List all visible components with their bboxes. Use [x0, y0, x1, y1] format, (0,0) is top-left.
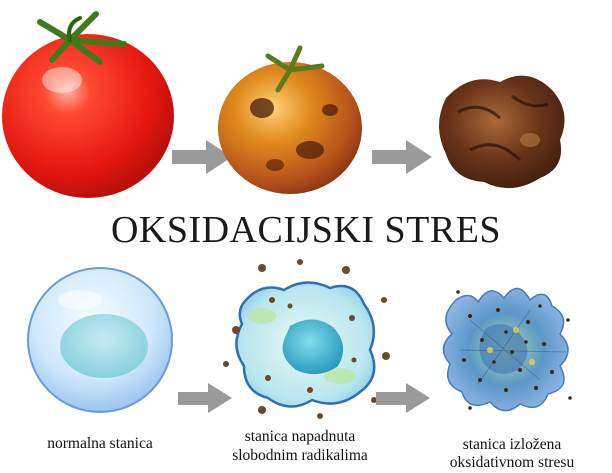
- caption-stressed-cell-line2: oksidativnom stresu: [450, 454, 575, 471]
- arrow-right-icon: [178, 383, 232, 413]
- diagram-title: OKSIDACIJSKI STRES: [111, 209, 501, 251]
- normal-cell-icon: [28, 268, 172, 412]
- fresh-tomato-icon: [2, 14, 174, 198]
- caption-normal-cell: normalna stanica: [47, 435, 153, 452]
- arrow-right-icon: [376, 383, 430, 413]
- rotten-tomato-icon: [439, 76, 565, 189]
- stressed-cell-icon: [443, 288, 571, 410]
- attacked-cell-icon: [223, 259, 390, 419]
- caption-attacked-cell-line2: slobodnim radikalima: [232, 447, 368, 464]
- caption-stressed-cell-line1: stanica izložena: [463, 436, 562, 453]
- rotting-tomato-icon: [218, 48, 362, 194]
- arrow-right-icon: [372, 140, 432, 174]
- caption-attacked-cell-line1: stanica napadnuta: [245, 428, 356, 445]
